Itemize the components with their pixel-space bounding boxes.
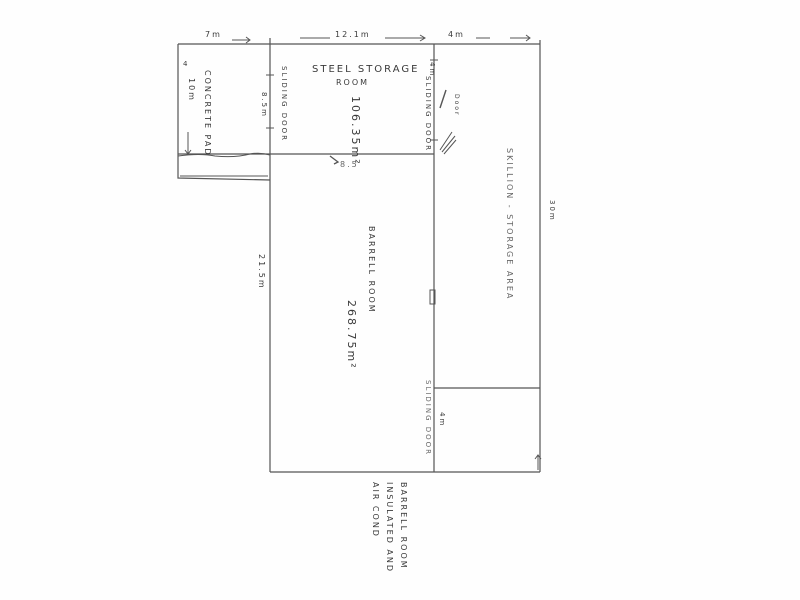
dim-pad-depth: 10m: [187, 78, 196, 102]
skillion-label: SKILLION - STORAGE AREA: [505, 148, 514, 301]
dim-steel-depth: 8.5m: [260, 92, 268, 118]
concrete-pad-label: CONCRETE PAD: [203, 70, 212, 157]
steel-storage-area: 106.35m²: [349, 96, 362, 166]
dim-skillion-lower: 4m: [438, 412, 446, 428]
dim-top-left: 7m: [205, 30, 222, 39]
concrete-pad-outline: [177, 44, 271, 181]
dim-barrel-length: 21.5m: [257, 254, 266, 290]
note-line-3: AIR COND: [371, 482, 380, 538]
pad-marker: 4: [183, 60, 190, 68]
barrel-sliding-door-label: SLIDING DOOR: [424, 380, 432, 457]
barrel-room-area: 268.75m²: [345, 300, 358, 370]
note-line-1: BARRELL ROOM: [399, 482, 408, 570]
dim-top-middle: 12.1m: [335, 30, 371, 39]
note-line-2: INSULATED AND: [385, 482, 394, 574]
steel-storage-label: STEEL STORAGE: [312, 64, 420, 75]
dim-right-overall: 30m: [548, 200, 556, 222]
scribble-mark: 8.5: [340, 160, 359, 169]
steel-storage-room-label: ROOM: [336, 78, 370, 87]
right-sliding-door-label: SLIDING DOOR: [424, 76, 432, 153]
left-sliding-door-label: SLIDING DOOR: [280, 66, 288, 143]
barrel-room-label: BARRELL ROOM: [367, 226, 376, 314]
door-width-label: 4m: [428, 62, 436, 78]
right-door-side-label: Door: [453, 94, 460, 117]
dim-top-right: 4m: [448, 30, 465, 39]
